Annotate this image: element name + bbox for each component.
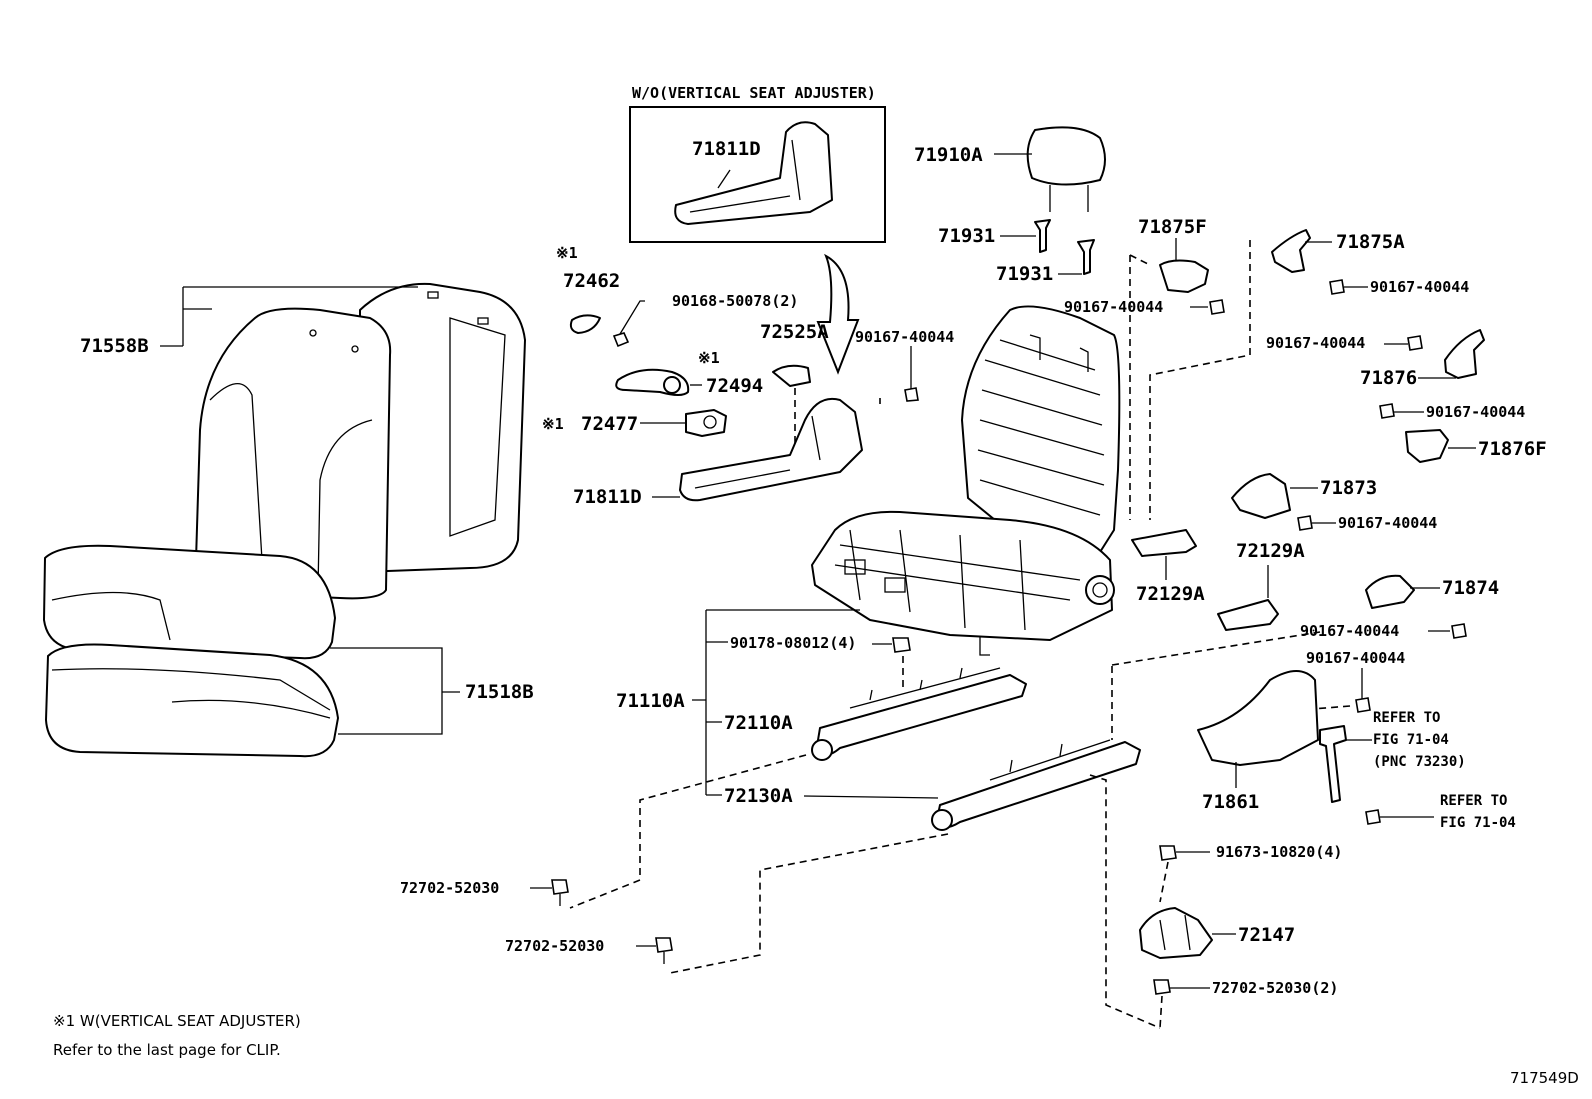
label-90167-71875A: 90167-40044 xyxy=(1370,278,1469,296)
bracket-71875F xyxy=(1159,259,1209,293)
label-72147: 72147 xyxy=(1238,924,1295,946)
cushion-cover-upper xyxy=(43,544,336,660)
label-90167-71873: 90167-40044 xyxy=(1338,514,1437,532)
footnote-line-2: Refer to the last page for CLIP. xyxy=(53,1041,281,1059)
inset-title: W/O(VERTICAL SEAT ADJUSTER) xyxy=(632,84,876,102)
screw-icon xyxy=(1209,299,1225,315)
label-71875F: 71875F xyxy=(1138,216,1207,238)
label-72110A: 72110A xyxy=(724,712,793,734)
label-71110A: 71110A xyxy=(616,690,685,712)
screw-icon xyxy=(1355,697,1371,713)
nut-icon xyxy=(892,637,911,653)
screw-icon xyxy=(1407,335,1423,351)
label-72494: 72494 xyxy=(706,375,763,397)
mark-note-2: ※1 xyxy=(698,349,720,367)
refer1-line1: REFER TO xyxy=(1373,710,1440,726)
label-72477: 72477 xyxy=(581,413,638,435)
bolt-icon xyxy=(655,937,673,953)
label-72129A-b: 72129A xyxy=(1236,540,1305,562)
mark-note-3: ※1 xyxy=(542,415,564,433)
label-72702-52030-b: 72702-52030 xyxy=(505,937,604,955)
label-72525A: 72525A xyxy=(760,321,829,343)
bolt-icon xyxy=(1153,979,1171,995)
cover-71876F xyxy=(1405,429,1449,463)
label-72462: 72462 xyxy=(563,270,620,292)
seat-frame-group: 71910A 71931 71931 xyxy=(811,126,1121,656)
side-cover-71811D xyxy=(679,398,863,502)
label-90167-71874: 90167-40044 xyxy=(1300,622,1399,640)
label-90167-71861: 90167-40044 xyxy=(1306,649,1405,667)
label-71861: 71861 xyxy=(1202,791,1259,813)
label-71876F: 71876F xyxy=(1478,438,1547,460)
belt-anchor xyxy=(1319,725,1347,803)
screw-icon xyxy=(1297,515,1313,531)
label-71518B: 71518B xyxy=(465,681,534,703)
refer1-line3: (PNC 73230) xyxy=(1373,754,1466,770)
screw-icon xyxy=(1379,403,1395,419)
inset-part-label: 71811D xyxy=(692,138,761,160)
bolt-icon xyxy=(1159,845,1177,861)
right-side-parts: 71875F 90167-40044 71875A 90167-40044 90… xyxy=(1064,216,1547,831)
adjuster-knob-group: ※1 72462 90168-50078(2) 72525A ※1 72494 … xyxy=(542,244,954,508)
hardware-group: 72702-52030 72702-52030 91673-10820(4) 7… xyxy=(400,843,1342,1029)
screw-icon xyxy=(1329,279,1345,295)
inset-wo-vertical-adjuster: W/O(VERTICAL SEAT ADJUSTER) 71811D xyxy=(629,84,886,243)
label-90168-50078: 90168-50078(2) xyxy=(672,292,798,310)
arrow-down-icon xyxy=(816,253,860,375)
guide-71931-a xyxy=(1034,219,1051,253)
cover-71876 xyxy=(1444,329,1485,379)
cover-71861 xyxy=(1197,670,1319,766)
bracket-72147 xyxy=(1139,907,1213,959)
bezel-72525A xyxy=(772,364,811,387)
label-72702-52030-a: 72702-52030 xyxy=(400,879,499,897)
refer1-line2: FIG 71-04 xyxy=(1373,732,1449,748)
label-90167-71876: 90167-40044 xyxy=(1266,334,1365,352)
seat-cushion-cover-group: 71518B xyxy=(43,544,534,758)
label-71931-a: 71931 xyxy=(938,225,995,247)
label-71931-b: 71931 xyxy=(996,263,1053,285)
rail-72130A xyxy=(935,741,1141,829)
label-71910A: 71910A xyxy=(914,144,983,166)
label-72130A: 72130A xyxy=(724,785,793,807)
mark-note-1: ※1 xyxy=(556,244,578,262)
screw-icon xyxy=(904,387,919,402)
label-90167-mid: 90167-40044 xyxy=(855,328,954,346)
clip-72477 xyxy=(685,409,727,437)
cover-71874 xyxy=(1365,574,1415,609)
knob-cap-72462 xyxy=(569,314,601,334)
cover-71875A xyxy=(1271,229,1311,273)
label-90167-71876F: 90167-40044 xyxy=(1426,403,1525,421)
seatback-frame xyxy=(961,305,1121,561)
label-71875A: 71875A xyxy=(1336,231,1405,253)
label-71873: 71873 xyxy=(1320,477,1377,499)
bracket-72129A-b xyxy=(1217,599,1279,631)
seatback-cover-group: 71558B xyxy=(80,282,526,600)
label-71874: 71874 xyxy=(1442,577,1499,599)
figure-id: 717549D xyxy=(1510,1069,1579,1087)
label-71558B: 71558B xyxy=(80,335,149,357)
label-72129A-a: 72129A xyxy=(1136,583,1205,605)
label-71811D: 71811D xyxy=(573,486,642,508)
seat-track-group: 71110A 90178-08012(4) 72110A 72130A xyxy=(569,609,1161,1029)
recliner-knob xyxy=(1085,575,1115,605)
screw-icon xyxy=(1451,623,1467,639)
guide-71931-b xyxy=(1077,239,1095,275)
bolt-icon xyxy=(551,879,569,895)
label-90167-71875F: 90167-40044 xyxy=(1064,298,1163,316)
label-90178-08012: 90178-08012(4) xyxy=(730,634,856,652)
screw-icon xyxy=(1365,809,1381,825)
cover-71873 xyxy=(1231,473,1291,519)
seatback-cover-rear xyxy=(359,282,526,573)
headrest-71910A xyxy=(1026,126,1106,186)
label-72702-52030-c: 72702-52030(2) xyxy=(1212,979,1338,997)
label-71876: 71876 xyxy=(1360,367,1417,389)
refer2-line2: FIG 71-04 xyxy=(1440,815,1516,831)
footnote-line-1: ※1 W(VERTICAL SEAT ADJUSTER) xyxy=(53,1012,301,1030)
bracket-72129A-a xyxy=(1131,529,1197,557)
screw-icon xyxy=(612,332,630,348)
refer2-line1: REFER TO xyxy=(1440,793,1507,809)
seatback-cover-front xyxy=(195,307,392,600)
label-91673-10820: 91673-10820(4) xyxy=(1216,843,1342,861)
